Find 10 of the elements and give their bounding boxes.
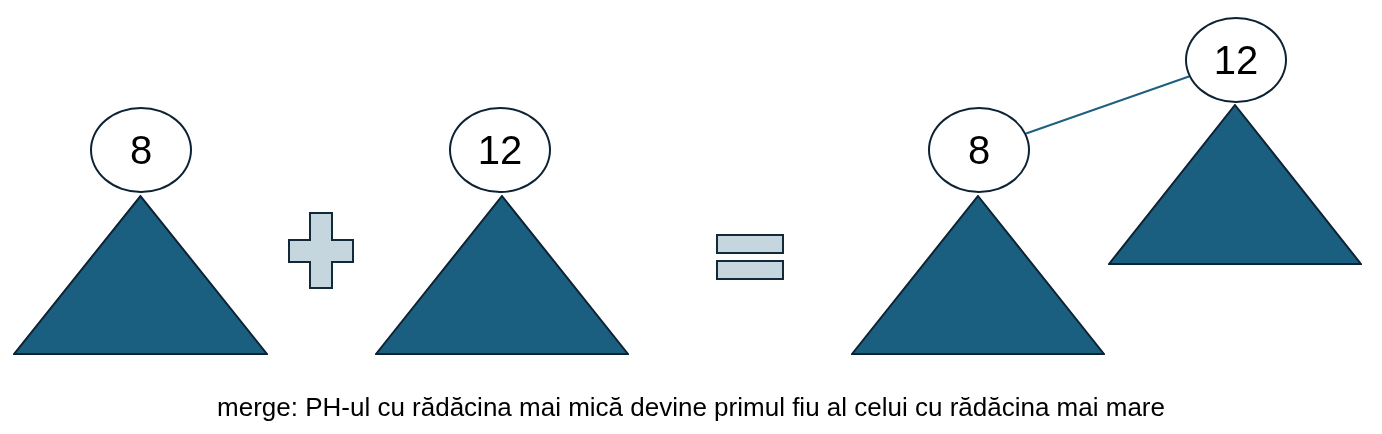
node-label: 12 (477, 130, 523, 170)
caption: merge: PH-ul cu rădăcina mai mică devine primul fiu al celui cu rădăcina mai mare (217, 391, 1165, 424)
node-label: 12 (1213, 40, 1259, 80)
node-label: 8 (967, 130, 991, 170)
subtree-triangle (375, 195, 629, 355)
subtree-triangle (13, 195, 268, 355)
connector-line (1025, 75, 1190, 135)
node-label: 8 (129, 130, 153, 170)
subtree-triangle (1108, 104, 1362, 265)
subtree-triangle (851, 195, 1105, 355)
